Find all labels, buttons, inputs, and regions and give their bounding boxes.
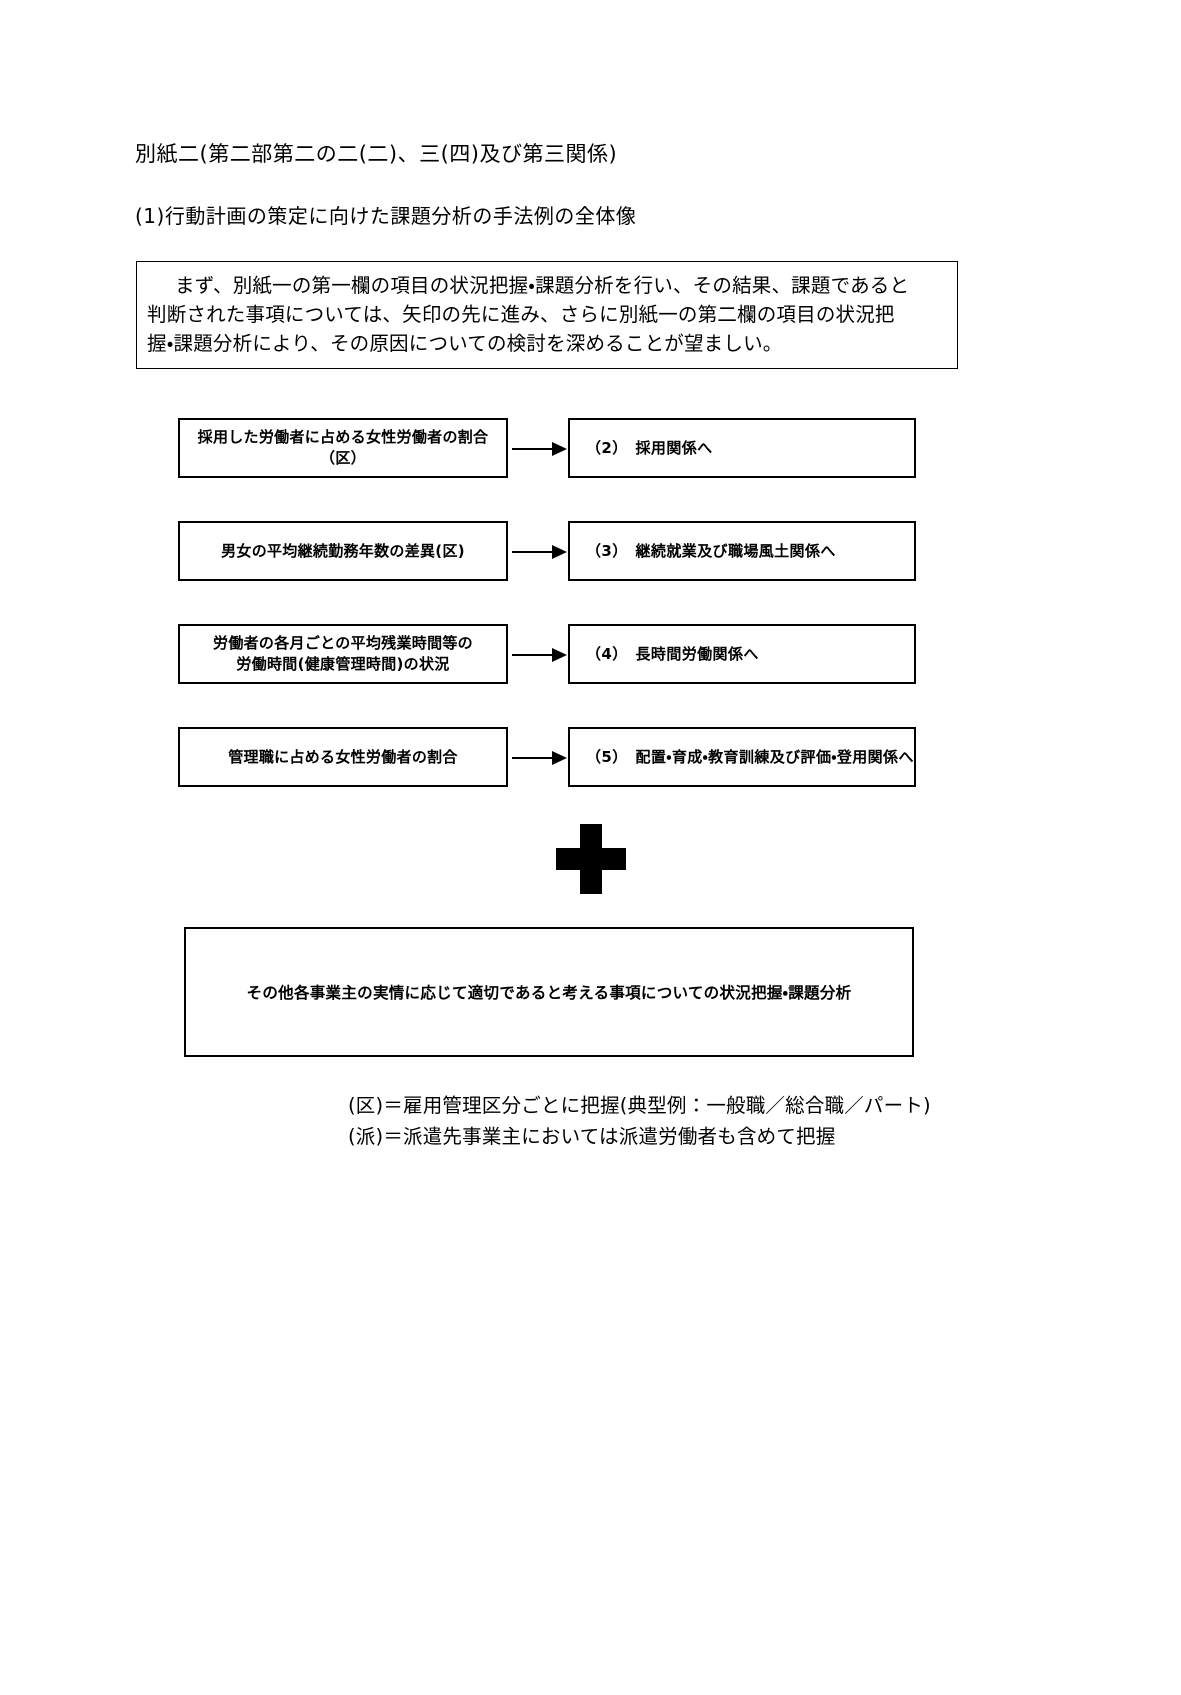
arrow-right-icon: [512, 545, 568, 559]
flow-target-label: （5） 配置・育成・教育訓練及び評価・登用関係へ: [586, 747, 914, 766]
arrow-right-icon: [512, 442, 568, 456]
page-subtitle: (1)行動計画の策定に向けた課題分析の手法例の全体像: [135, 204, 637, 228]
flow-source-box: 採用した労働者に占める女性労働者の割合 （区）: [178, 418, 508, 478]
flow-target-label: （2） 採用関係へ: [586, 438, 713, 457]
plus-symbol-wrapper: [0, 824, 1181, 894]
footnote-ha: (派)＝派遣先事業主においては派遣労働者も含めて把握: [348, 1125, 836, 1148]
footnote-ku: (区)＝雇用管理区分ごとに把握(典型例：一般職／総合職／パート): [348, 1094, 931, 1117]
flow-source-label: 男女の平均継続勤務年数の差異(区): [221, 541, 465, 560]
arrow-right-icon: [512, 648, 568, 662]
flow-row: 労働者の各月ごとの平均残業時間等の 労働時間(健康管理時間)の状況 （4） 長時…: [178, 624, 916, 684]
intro-line: 判断された事項については、矢印の先に進み、さらに別紙一の第二欄の項目の状況把: [147, 303, 895, 326]
plus-icon: [555, 824, 626, 894]
intro-line: まず、別紙一の第一欄の項目の状況把握・課題分析を行い、その結果、課題であると: [175, 274, 910, 297]
flow-target-box: （3） 継続就業及び職場風土関係へ: [568, 521, 916, 581]
flow-target-box: （5） 配置・育成・教育訓練及び評価・登用関係へ: [568, 727, 916, 787]
flow-row: 管理職に占める女性労働者の割合 （5） 配置・育成・教育訓練及び評価・登用関係へ: [178, 727, 916, 787]
intro-callout-box: まず、別紙一の第一欄の項目の状況把握・課題分析を行い、その結果、課題であると 判…: [136, 261, 958, 369]
flow-source-label: 管理職に占める女性労働者の割合: [228, 747, 458, 766]
flow-source-box: 管理職に占める女性労働者の割合: [178, 727, 508, 787]
page-title: 別紙二(第二部第二の二(二)、三(四)及び第三関係): [135, 142, 618, 166]
flow-source-box: 男女の平均継続勤務年数の差異(区): [178, 521, 508, 581]
footnotes: (区)＝雇用管理区分ごとに把握(典型例：一般職／総合職／パート) (派)＝派遣先…: [348, 1090, 931, 1152]
flow-row: 採用した労働者に占める女性労働者の割合 （区） （2） 採用関係へ: [178, 418, 916, 478]
flow-bottom-label: その他各事業主の実情に応じて適切であると考える事項についての状況把握・課題分析: [246, 984, 852, 1002]
flow-target-label: （3） 継続就業及び職場風土関係へ: [586, 541, 836, 560]
flow-target-label: （4） 長時間労働関係へ: [586, 644, 759, 663]
flow-row: 男女の平均継続勤務年数の差異(区) （3） 継続就業及び職場風土関係へ: [178, 521, 916, 581]
flowchart: 採用した労働者に占める女性労働者の割合 （区） （2） 採用関係へ 男女の平均継…: [178, 418, 916, 830]
flow-target-box: （4） 長時間労働関係へ: [568, 624, 916, 684]
flow-bottom-box: その他各事業主の実情に応じて適切であると考える事項についての状況把握・課題分析: [184, 927, 914, 1057]
flow-target-box: （2） 採用関係へ: [568, 418, 916, 478]
arrow-right-icon: [512, 751, 568, 765]
flow-source-box: 労働者の各月ごとの平均残業時間等の 労働時間(健康管理時間)の状況: [178, 624, 508, 684]
flow-source-label: 採用した労働者に占める女性労働者の割合 （区）: [197, 428, 489, 467]
intro-line: 握・課題分析により、その原因についての検討を深めることが望ましい。: [147, 332, 783, 355]
flow-source-label: 労働者の各月ごとの平均残業時間等の 労働時間(健康管理時間)の状況: [213, 634, 473, 673]
